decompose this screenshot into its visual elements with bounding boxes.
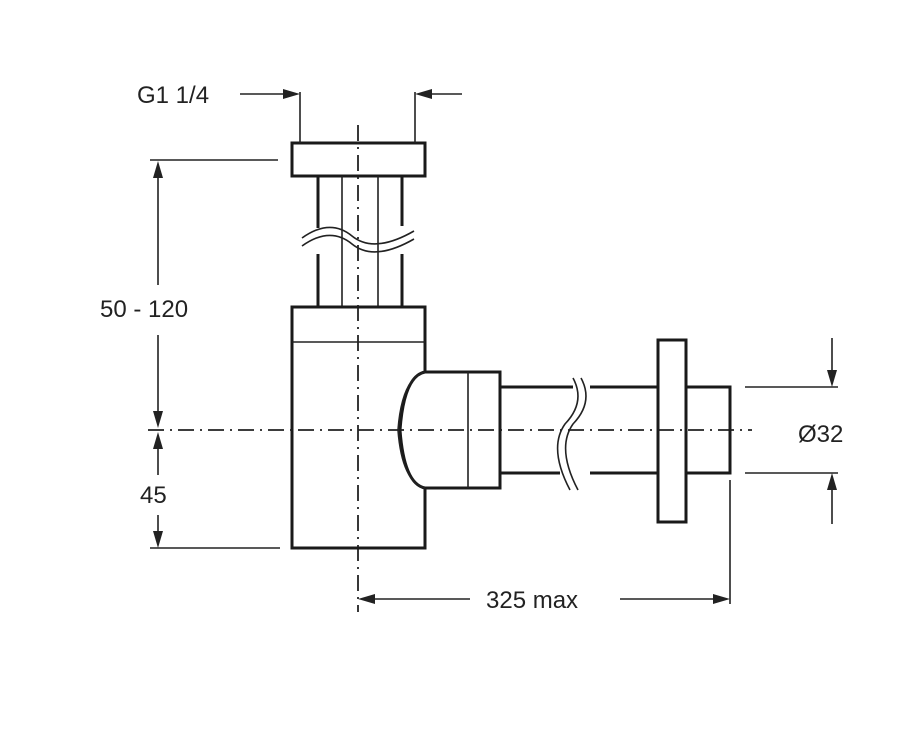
dim-diameter: Ø32 — [745, 338, 843, 524]
dim-lower-height: 45 — [140, 432, 280, 549]
dim-thread: G1 1/4 — [137, 82, 462, 109]
top-cap — [290, 92, 427, 178]
dim-length: 325 max — [358, 480, 731, 614]
break-symbol-upper — [301, 226, 415, 245]
dim-height-range-label: 50 - 120 — [100, 296, 188, 323]
dim-diameter-label: Ø32 — [798, 421, 843, 448]
trap-body — [290, 305, 427, 550]
upper-tube — [301, 176, 415, 307]
outlet-pipe — [425, 338, 732, 524]
break-symbol-outlet — [556, 377, 579, 491]
dim-length-label: 325 max — [486, 587, 578, 614]
dim-height-range: 50 - 120 — [100, 159, 278, 428]
wall-flange — [656, 338, 688, 524]
centerlines — [148, 125, 752, 612]
dim-thread-label: G1 1/4 — [137, 82, 209, 109]
dim-lower-height-label: 45 — [140, 482, 167, 509]
